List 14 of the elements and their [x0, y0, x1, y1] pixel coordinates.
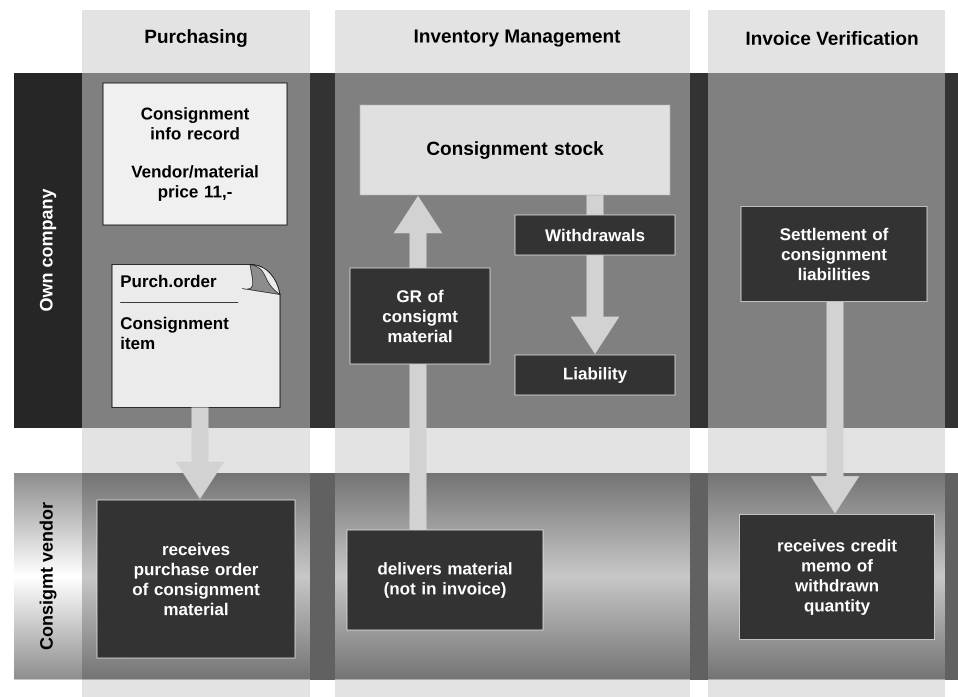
process-box: receives purchase order of consignment material	[96, 500, 296, 658]
column-header: Inventory Management	[414, 29, 620, 47]
process-box: delivers material (not in invoice)	[346, 530, 544, 630]
process-box: receives credit memo of withdrawn quantity	[739, 514, 935, 640]
lane-header: Consigmt vendor	[40, 502, 56, 650]
lane-header: Own company	[40, 188, 56, 311]
column-header: Invoice Verification	[746, 31, 918, 45]
process-box: GR of consigmt material	[350, 268, 490, 364]
stock-box: Consignment stock	[360, 104, 670, 196]
process-box: Settlement of consignment liabilities	[740, 206, 928, 302]
column-header: Purchasing	[146, 29, 246, 47]
record-box: Consignment info record Vendor/material price 11,-	[102, 82, 288, 226]
process-box: Withdrawals	[514, 214, 676, 256]
process-box: Liability	[514, 354, 676, 396]
